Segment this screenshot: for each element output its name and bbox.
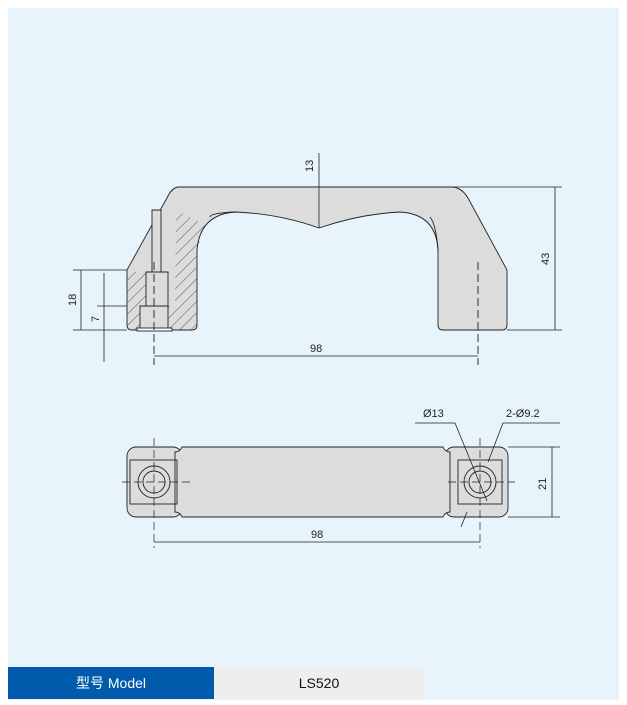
dim-counterbore: Ø13 [423, 408, 444, 420]
front-dimensions [73, 153, 562, 362]
dim-21: 21 [537, 478, 549, 490]
model-label: 型号 Model [8, 667, 214, 699]
section-hatch-left [127, 272, 146, 330]
bottom-view [122, 438, 515, 548]
model-value: LS520 [214, 667, 424, 699]
front-view [126, 186, 508, 365]
dim-13: 13 [304, 160, 316, 172]
dim-98-front: 98 [310, 343, 322, 355]
dim-98-bottom: 98 [311, 529, 323, 541]
thread-insert [136, 327, 173, 332]
dim-18: 18 [67, 294, 79, 306]
handle-grip [174, 446, 451, 518]
drawing-panel [8, 8, 619, 700]
bottom-dimensions [154, 422, 560, 543]
spec-table: 型号 Model LS520 [8, 667, 424, 699]
dim-43: 43 [540, 253, 552, 265]
section-hatch [168, 210, 205, 330]
dim-7: 7 [90, 316, 102, 322]
dim-holes: 2-Ø9.2 [506, 408, 540, 420]
